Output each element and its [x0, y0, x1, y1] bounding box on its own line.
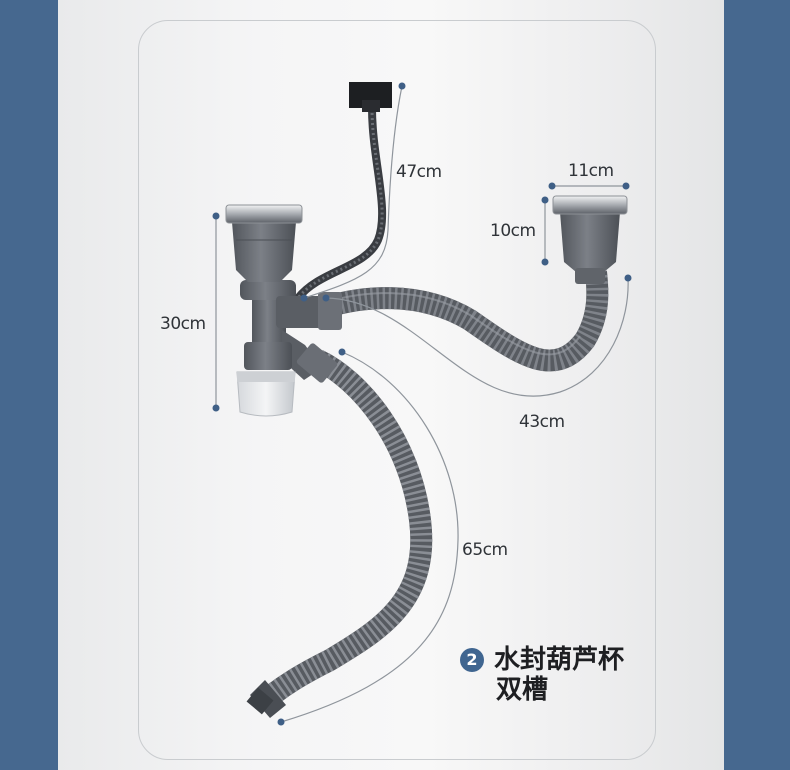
connecting-hose [314, 270, 609, 372]
overflow-hose-length-label: 47cm [396, 162, 442, 182]
number-badge: 2 [460, 648, 484, 672]
water-seal-cup [236, 371, 296, 417]
strainer-width-label: 11cm [568, 161, 614, 181]
overflow-hose [294, 82, 392, 302]
product-panel [58, 0, 724, 770]
main-drain-height-label: 30cm [160, 314, 206, 334]
title-line-1: 水封葫芦杯 [494, 645, 625, 675]
drain-hose-length-label: 65cm [462, 540, 508, 560]
main-drain-body [236, 280, 342, 417]
connecting-hose-length-label: 43cm [519, 412, 565, 432]
strainer-height-label: 10cm [490, 221, 536, 241]
dimension-lines [215, 85, 629, 723]
right-strainer [552, 195, 628, 284]
dimension-markers [212, 82, 632, 726]
title-line-2: 双槽 [496, 675, 549, 705]
product-frame [138, 20, 656, 760]
drain-hose [246, 350, 433, 718]
product-title: 2 水封葫芦杯 双槽 [460, 645, 624, 705]
left-strainer [225, 204, 303, 282]
